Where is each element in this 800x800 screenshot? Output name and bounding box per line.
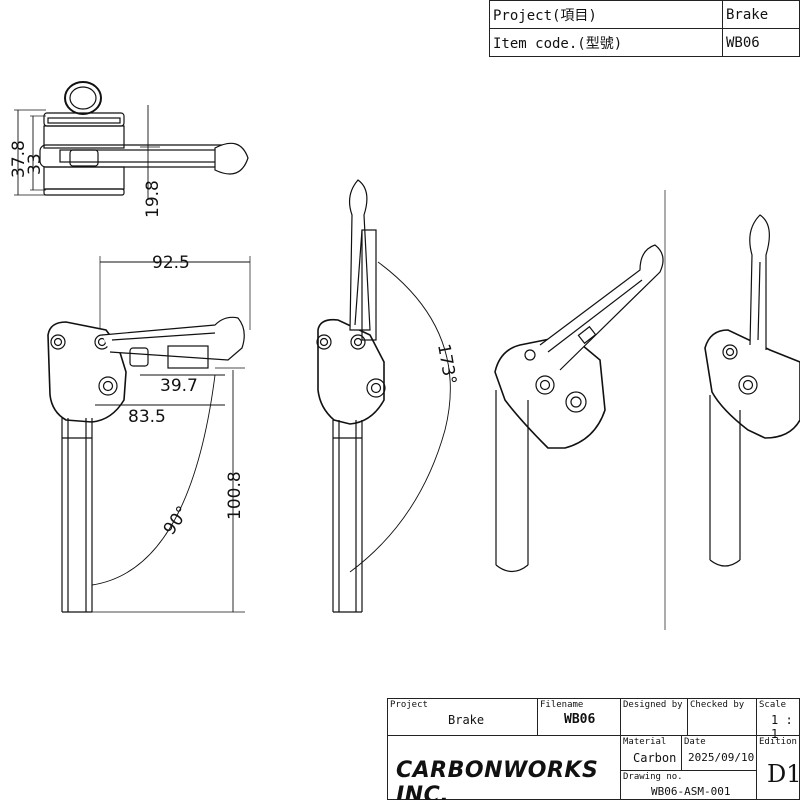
- dim-height-total: 100.8: [225, 471, 245, 520]
- title-block: Project Brake Filename WB06 Designed by …: [387, 698, 800, 800]
- open-view: [316, 179, 451, 613]
- drawing-views: 37.8 33 19.8 92.5 39.7 83.5 100.8 90°: [9, 81, 800, 630]
- tb-date-cell: Date 2025/09/10: [681, 735, 757, 771]
- tb-material-value: Carbon: [633, 751, 677, 765]
- dim-offset-b: 83.5: [128, 407, 166, 427]
- tb-filename-label: Filename: [540, 700, 584, 710]
- header-item-value: WB06: [722, 28, 800, 57]
- tb-scale-value: 1 : 1: [771, 713, 793, 741]
- tb-project-label: Project: [390, 700, 428, 710]
- company-name: CARBONWORKS INC.: [396, 758, 599, 800]
- tb-company-cell: CARBONWORKS INC.: [387, 735, 621, 800]
- tb-drawing-no-label: Drawing no.: [623, 772, 683, 782]
- header-table: Project(項目) Brake Item code.(型號) WB06: [489, 0, 800, 57]
- tb-drawing-no-cell: Drawing no. WB06-ASM-001: [620, 770, 757, 800]
- tb-material-label: Material: [623, 737, 667, 747]
- isometric-view-2: [704, 214, 800, 567]
- dim-top-height-inner: 33: [25, 153, 45, 175]
- dim-angle-open: 173°: [433, 342, 460, 386]
- tb-filename-value: WB06: [564, 712, 596, 727]
- isometric-view-1: [494, 190, 666, 630]
- tb-designed-cell: Designed by: [620, 698, 688, 736]
- dim-angle-down: 90°: [160, 503, 194, 539]
- front-view: [47, 256, 251, 613]
- tb-project-value: Brake: [448, 713, 485, 727]
- tb-date-value: 2025/09/10: [688, 751, 755, 764]
- header-project-label: Project(項目): [489, 0, 723, 29]
- dim-top-height-outer: 37.8: [9, 140, 29, 178]
- tb-filename-cell: Filename WB06: [537, 698, 621, 736]
- tb-material-cell: Material Carbon: [620, 735, 682, 771]
- dim-width-total: 92.5: [152, 253, 190, 273]
- dim-top-offset: 19.8: [143, 180, 163, 218]
- tb-scale-label: Scale: [759, 700, 787, 710]
- header-project-value: Brake: [722, 0, 800, 29]
- tb-drawing-no-value: WB06-ASM-001: [651, 785, 731, 798]
- dim-offset-a: 39.7: [160, 376, 198, 396]
- tb-date-label: Date: [684, 737, 706, 747]
- tb-designed-label: Designed by: [623, 700, 683, 710]
- tb-project-cell: Project Brake: [387, 698, 538, 736]
- top-view: [14, 81, 249, 200]
- tb-checked-label: Checked by: [690, 700, 745, 710]
- tb-edition-label: Edition: [759, 737, 797, 747]
- tb-checked-cell: Checked by: [687, 698, 757, 736]
- tb-edition-value: D1: [767, 760, 800, 788]
- tb-edition-cell: Edition D1: [756, 735, 800, 800]
- tb-scale-cell: Scale 1 : 1: [756, 698, 800, 741]
